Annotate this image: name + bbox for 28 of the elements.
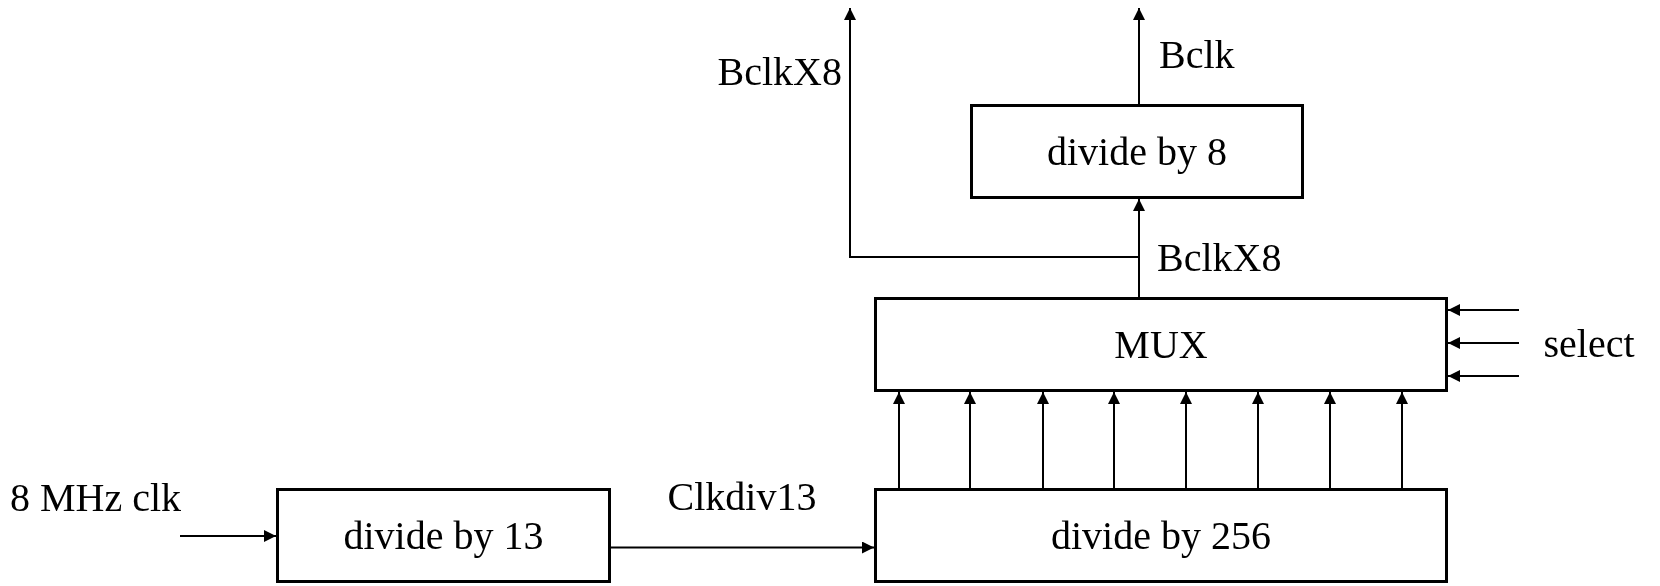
arrow bbox=[1037, 391, 1049, 489]
signal-label: BclkX8 bbox=[1157, 238, 1282, 278]
block-label: divide by 13 bbox=[343, 512, 544, 559]
block-box bbox=[970, 104, 1304, 199]
arrow bbox=[1108, 391, 1120, 489]
block-box bbox=[874, 488, 1448, 583]
block-box bbox=[874, 297, 1448, 392]
arrow bbox=[964, 391, 976, 489]
block-label: divide by 8 bbox=[1047, 128, 1227, 175]
arrow bbox=[893, 391, 905, 489]
arrow bbox=[1447, 370, 1520, 382]
arrow bbox=[610, 541, 875, 554]
signal-label: 8 MHz clk bbox=[10, 473, 182, 521]
arrow bbox=[1133, 7, 1145, 105]
signal-label: BclkX8 bbox=[717, 52, 842, 92]
block-label: MUX bbox=[1114, 321, 1208, 368]
arrow bbox=[1447, 337, 1520, 349]
arrow bbox=[1180, 391, 1192, 489]
signal-label: Clkdiv13 bbox=[667, 477, 817, 517]
arrow bbox=[1324, 391, 1336, 489]
arrow bbox=[179, 530, 277, 542]
signal-label: Bclk bbox=[1159, 35, 1235, 75]
block-label: divide by 256 bbox=[1051, 512, 1271, 559]
block-box bbox=[276, 488, 611, 583]
arrow bbox=[1252, 391, 1264, 489]
signal-label: select bbox=[1543, 319, 1635, 367]
arrow bbox=[1447, 304, 1520, 316]
arrow bbox=[1396, 391, 1408, 489]
